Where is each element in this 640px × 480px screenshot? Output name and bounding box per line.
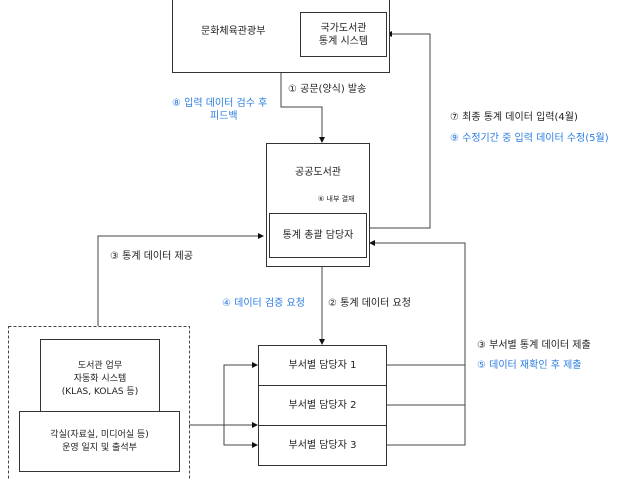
label-step9: ⑨ 수정기간 중 입력 데이터 수정(5월) (450, 133, 609, 144)
label-step8: ⑧ 입력 데이터 검수 후 (172, 98, 268, 109)
node-label: 도서관 업무 (77, 361, 123, 371)
label-step3b: ③ 부서별 통계 데이터 제출 (477, 340, 591, 351)
arrow-step7 (366, 31, 431, 229)
label-step8-cont: 피드백 (210, 111, 238, 122)
arrow-source-dept3 (223, 425, 258, 448)
room-logs-box: 각실(자료실, 미디어실 등) 운영 일지 및 출석부 (19, 411, 180, 472)
node-label: 국가도서관 (320, 22, 367, 34)
dept-manager-3-box: 부서별 담당자 3 (258, 425, 387, 466)
label-step1: ① 공문(양식) 발송 (288, 84, 367, 95)
ministry-label: 문화체육관광부 (201, 26, 266, 37)
arrow-step3b (370, 243, 466, 446)
arrow-step1 (280, 72, 325, 143)
node-label: 부서별 담당자 2 (288, 400, 357, 411)
arrow-step3a (97, 233, 264, 326)
source-group-dashed (8, 326, 190, 480)
label-step7: ⑦ 최종 통계 데이터 입력(4월) (450, 112, 578, 123)
arrow-source-dept1 (223, 362, 258, 425)
label-step2: ② 통계 데이터 요청 (328, 298, 411, 309)
statistics-manager-box: 통계 총괄 담당자 (269, 213, 367, 258)
label-step5: ⑤ 데이터 재확인 후 제출 (477, 360, 582, 371)
label-step6: ⑥ 내부 결재 (318, 195, 355, 203)
node-label: 통계 총괄 담당자 (282, 230, 354, 241)
node-label: 통계 시스템 (318, 35, 369, 47)
node-label: (KLAS, KOLAS 등) (61, 387, 139, 397)
node-label: 운영 일지 및 출석부 (62, 442, 137, 453)
dept-manager-1-box: 부서별 담당자 1 (258, 345, 387, 386)
label-step4: ④ 데이터 검증 요청 (222, 298, 305, 309)
node-label: 부서별 담당자 3 (288, 440, 357, 451)
node-label: 자동화 시스템 (73, 374, 127, 384)
node-label: 부서별 담당자 1 (288, 360, 357, 371)
node-label: 각실(자료실, 미디어실 등) (50, 429, 149, 440)
dept-manager-2-box: 부서별 담당자 2 (258, 385, 387, 426)
label-step3a: ③ 통계 데이터 제공 (110, 251, 193, 262)
public-library-label: 공공도서관 (295, 167, 341, 178)
